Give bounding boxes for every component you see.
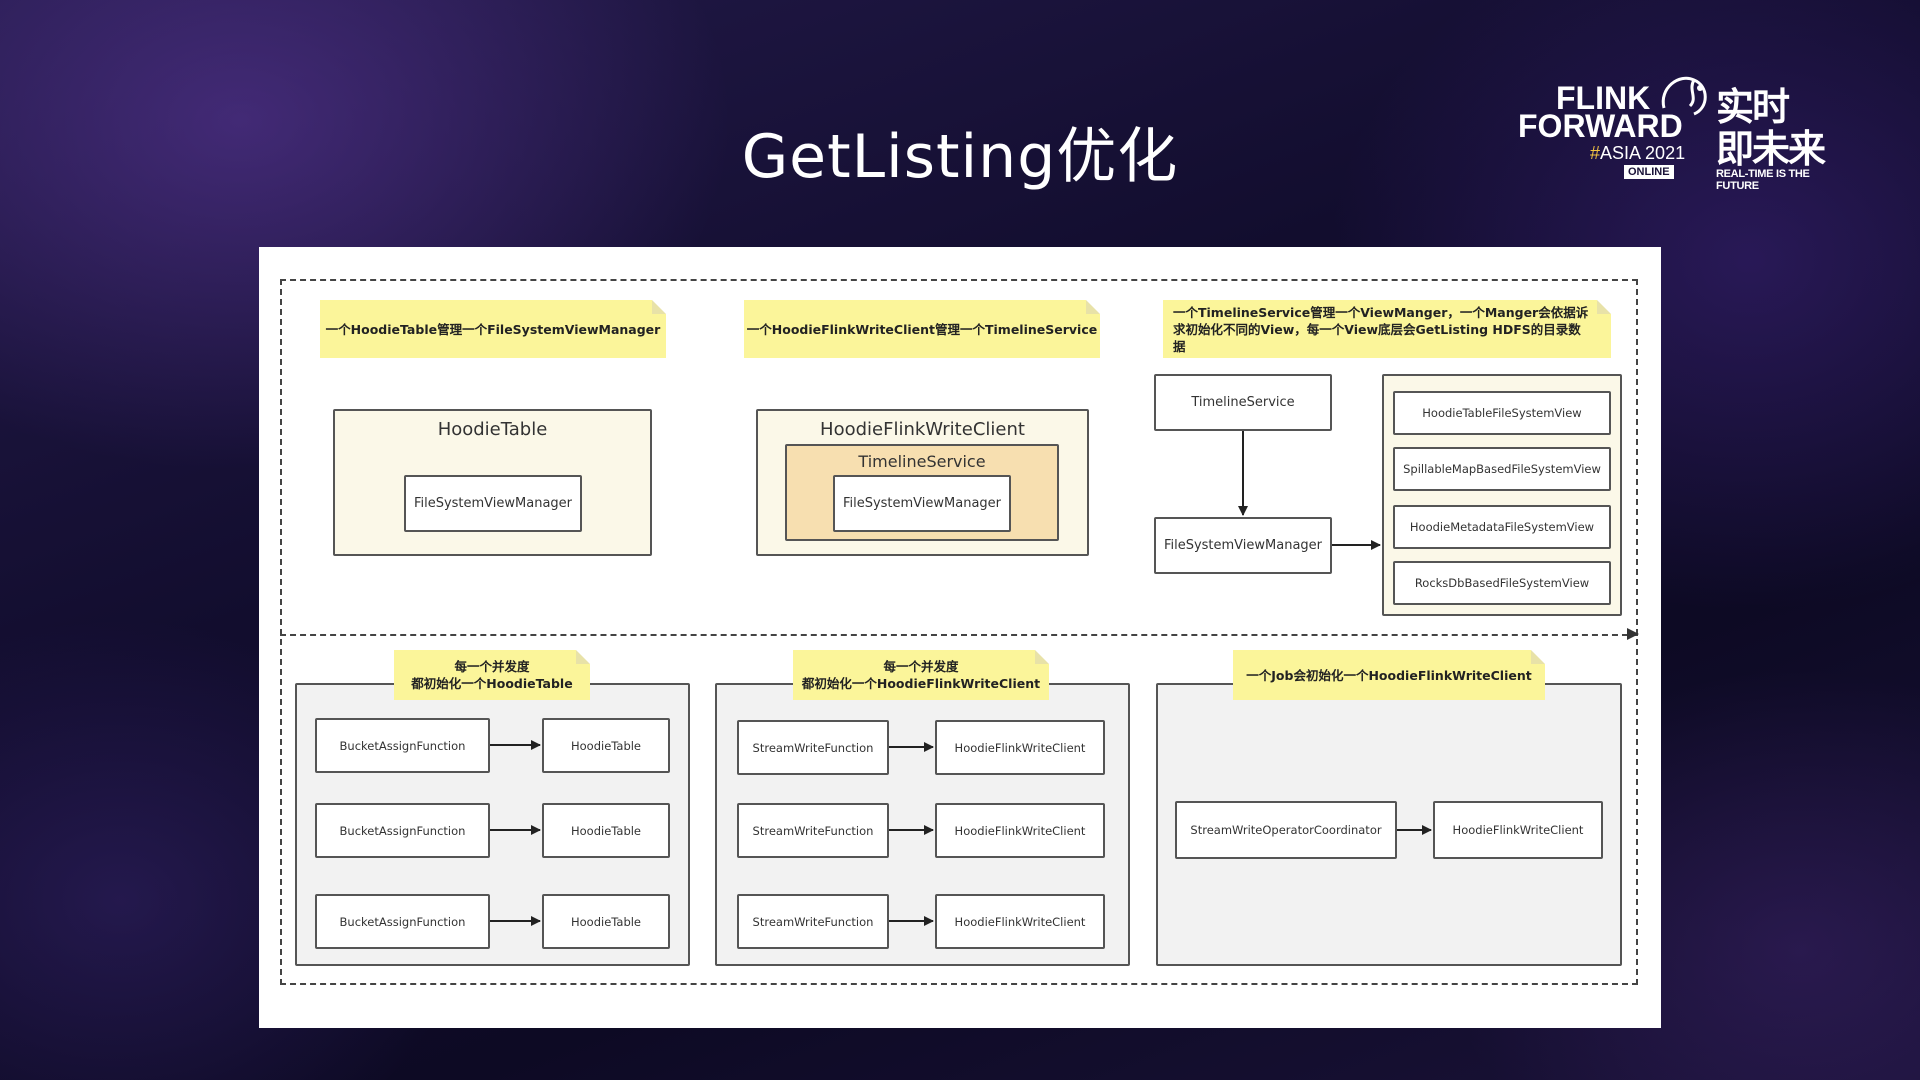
- logo-event-name: ASIA 2021: [1600, 143, 1686, 163]
- view-spillable-map: SpillableMapBasedFileSystemView: [1393, 447, 1611, 491]
- logo-online-badge: ONLINE: [1624, 165, 1674, 179]
- slide-title: GetListing优化: [741, 122, 1179, 192]
- write-client-2: HoodieFlinkWriteClient: [935, 803, 1105, 858]
- diagram-panel: 一个HoodieTable管理一个FileSystemViewManager 一…: [259, 247, 1661, 1028]
- view-hoodie-table-fs: HoodieTableFileSystemView: [1393, 391, 1611, 435]
- hoodie-table-3: HoodieTable: [542, 894, 670, 949]
- write-client-title: HoodieFlinkWriteClient: [820, 419, 1025, 440]
- bucket-assign-2: BucketAssignFunction: [315, 803, 490, 858]
- logo-tagline: REAL-TIME IS THE FUTURE: [1716, 168, 1810, 192]
- logo-event: #ASIA 2021: [1590, 143, 1685, 163]
- logo-chinese-slogan: 实时 即未来: [1716, 85, 1826, 171]
- stream-write-2: StreamWriteFunction: [737, 803, 889, 858]
- squirrel-mascot-icon: [1661, 76, 1707, 116]
- note-group2: 每一个并发度 都初始化一个HoodieFlinkWriteClient: [793, 650, 1049, 700]
- note-group3: 一个Job会初始化一个HoodieFlinkWriteClient: [1233, 650, 1545, 700]
- note-group1: 每一个并发度 都初始化一个HoodieTable: [394, 650, 590, 700]
- connector-arrows: [490, 431, 1432, 926]
- note-timeline-service: 一个TimelineService管理一个ViewManger，一个Manger…: [1163, 300, 1611, 358]
- hoodie-table-fsvm: FileSystemViewManager: [404, 475, 582, 532]
- write-client-3: HoodieFlinkWriteClient: [935, 894, 1105, 949]
- note-hoodie-table: 一个HoodieTable管理一个FileSystemViewManager: [320, 300, 666, 358]
- timeline-service-box: TimelineService: [1154, 374, 1332, 431]
- view-rocksdb: RocksDbBasedFileSystemView: [1393, 561, 1611, 605]
- view-hoodie-metadata: HoodieMetadataFileSystemView: [1393, 505, 1611, 549]
- bucket-assign-3: BucketAssignFunction: [315, 894, 490, 949]
- write-client-fsvm: FileSystemViewManager: [833, 475, 1011, 532]
- divider-arrowhead: [1627, 628, 1639, 640]
- note-write-client: 一个HoodieFlinkWriteClient管理一个TimelineServ…: [744, 300, 1100, 358]
- stream-write-3: StreamWriteFunction: [737, 894, 889, 949]
- write-client-coordinator: HoodieFlinkWriteClient: [1433, 801, 1603, 859]
- timeline-service-title: TimelineService: [858, 452, 986, 471]
- bucket-assign-1: BucketAssignFunction: [315, 718, 490, 773]
- logo-hash: #: [1590, 143, 1601, 163]
- logo-forward: FORWARD: [1518, 108, 1683, 144]
- section-divider: [280, 634, 1638, 636]
- hoodie-table-title: HoodieTable: [437, 419, 548, 440]
- operator-coordinator: StreamWriteOperatorCoordinator: [1175, 801, 1397, 859]
- fsvm-box: FileSystemViewManager: [1154, 517, 1332, 574]
- write-client-1: HoodieFlinkWriteClient: [935, 720, 1105, 775]
- stream-write-1: StreamWriteFunction: [737, 720, 889, 775]
- hoodie-table-1: HoodieTable: [542, 718, 670, 773]
- flink-forward-logo: FLINK FORWARD #ASIA 2021 ONLINE 实时 即未来 R…: [1518, 68, 1838, 192]
- hoodie-table-2: HoodieTable: [542, 803, 670, 858]
- logo-flink: FLINK: [1556, 80, 1651, 116]
